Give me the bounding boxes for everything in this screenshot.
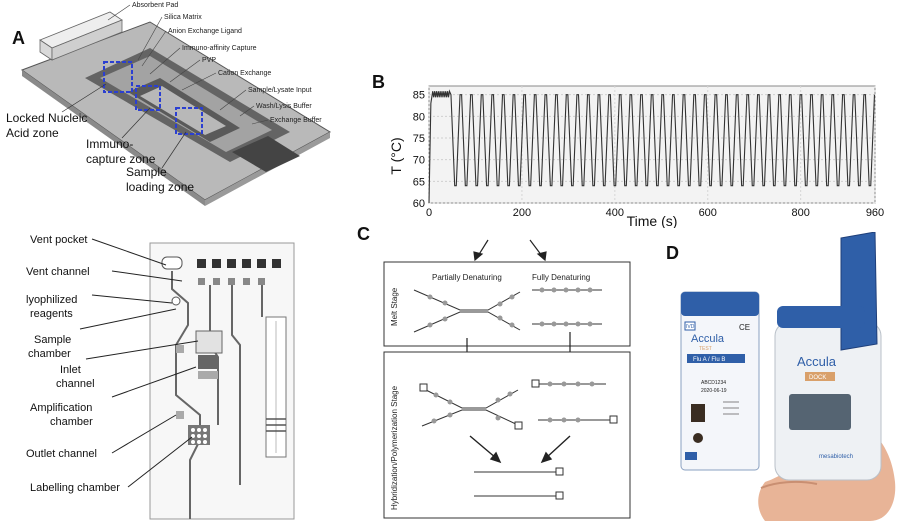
cartridge-lot: ABCD1234 xyxy=(701,380,726,386)
panel-label-a: A xyxy=(12,28,25,48)
melt-stage-label: Melt Stage xyxy=(390,287,399,326)
chip-label: Outlet channel xyxy=(26,448,97,460)
fully-denaturing-label: Fully Denaturing xyxy=(532,273,590,282)
layer-label: Absorbent Pad xyxy=(132,2,178,9)
y-tick-label: 60 xyxy=(413,198,425,210)
chip-label: channel xyxy=(56,378,95,390)
x-tick-label: 800 xyxy=(791,207,809,219)
zone-sample-line1: Sample xyxy=(126,165,167,179)
thermal-cycling-chart: T (°C) 85 80 75 70 65 60 0 200 400 600 800 960 Tim… xyxy=(388,85,884,228)
cartridge-ivd: IVD xyxy=(686,324,695,330)
y-tick-label: 85 xyxy=(413,90,425,102)
cartridge-flu: Flu A / Flu B xyxy=(693,357,725,363)
hybridization-stage-label: Hybridization/Polymerization Stage xyxy=(390,385,399,510)
pcr-stages-diagram: Melt Stage Partially Denaturing Fully De… xyxy=(383,239,631,519)
zone-immuno-line2: capture zone xyxy=(86,152,156,166)
layer-label: Wash/Lysis Buffer xyxy=(256,103,312,110)
chip-label: reagents xyxy=(30,308,73,320)
zone-locked-line2: Acid zone xyxy=(6,126,59,140)
layer-label: Immuno-affinity Capture xyxy=(182,45,257,52)
x-axis-label: Time (s) xyxy=(627,213,678,228)
dock-lid xyxy=(840,232,878,351)
y-tick-label: 70 xyxy=(413,155,425,167)
x-tick-label: 0 xyxy=(426,207,432,219)
x-tick-label: 400 xyxy=(606,207,624,219)
y-tick-label: 65 xyxy=(413,176,425,188)
chip-label: chamber xyxy=(28,348,71,360)
chip-label: Vent channel xyxy=(26,266,90,278)
x-tick-label: 600 xyxy=(699,207,717,219)
layer-label: Exchange Buffer xyxy=(270,117,322,124)
layer-label: Silica Matrix xyxy=(164,14,202,21)
layered-chip-diagram: Absorbent Pad Silica Matrix Anion Exchan… xyxy=(6,2,332,206)
cartridge-sub: TEST xyxy=(699,346,712,352)
partial-denaturing-label: Partially Denaturing xyxy=(432,273,502,282)
panel-label-d: D xyxy=(666,243,679,263)
x-tick-label: 200 xyxy=(513,207,531,219)
y-tick-label: 80 xyxy=(413,111,425,123)
y-tick-label: 75 xyxy=(413,133,425,145)
chip-label: Inlet xyxy=(60,364,81,376)
cartridge-date: 2020-06-19 xyxy=(701,388,727,394)
chip-label: lyophilized xyxy=(26,294,77,306)
zone-locked-line1: Locked Nucleic xyxy=(6,111,87,125)
chip-label: Labelling chamber xyxy=(30,482,120,494)
microfluidic-chip-diagram: Vent pocket Vent channel lyophilized rea… xyxy=(26,234,295,520)
zone-immuno-line1: Immuno- xyxy=(86,137,133,151)
dock-brand: Accula xyxy=(797,354,837,369)
chip-label: Amplification xyxy=(30,402,92,414)
dock-maker: mesabiotech xyxy=(819,454,853,460)
chip-label: chamber xyxy=(50,416,93,428)
layer-label: Sample/Lysate Input xyxy=(248,87,312,94)
dock-sub: DOCK xyxy=(809,375,826,381)
cartridge-brand: Accula xyxy=(691,333,725,345)
dock-screen xyxy=(789,394,851,430)
layer-label: PVP xyxy=(202,57,216,64)
layer-label: Anion Exchange Ligand xyxy=(168,28,242,35)
cartridge-ce: CE xyxy=(739,323,750,332)
accula-device-illustration: Accula DOCK mesabiotech IVD CE Accula TE… xyxy=(680,232,896,521)
layer-label: Cation Exchange xyxy=(218,70,271,77)
zone-sample-line2: loading zone xyxy=(126,180,194,194)
x-tick-label: 960 xyxy=(866,207,884,219)
temperature-series-line xyxy=(428,89,876,204)
chip-label: Vent pocket xyxy=(30,234,88,246)
panel-label-b: B xyxy=(372,72,385,92)
chip-label: Sample xyxy=(34,334,71,346)
panel-label-c: C xyxy=(357,224,370,244)
y-axis-label: T (°C) xyxy=(388,137,404,174)
